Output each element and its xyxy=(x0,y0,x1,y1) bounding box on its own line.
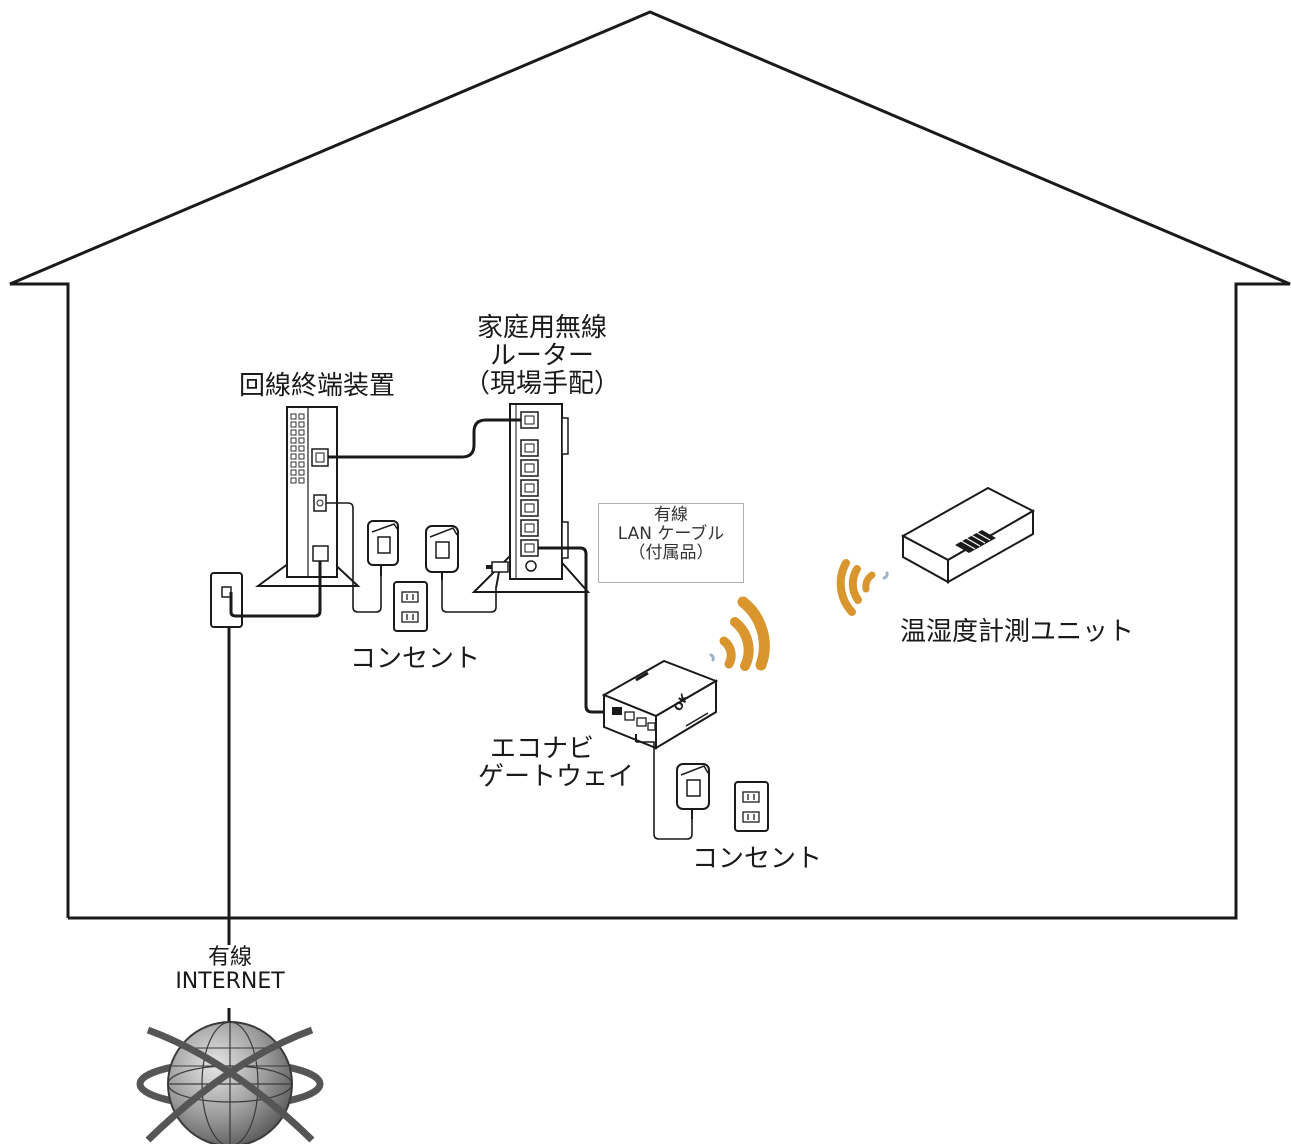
outlet-left xyxy=(393,581,428,632)
ont-power-adapter xyxy=(367,520,399,576)
outlet-left-label: コンセント xyxy=(349,644,480,674)
gateway-power-cable xyxy=(636,741,693,840)
sensor-device xyxy=(900,486,1036,584)
ont-device xyxy=(254,406,361,587)
router-label-line2: ルーター xyxy=(489,341,594,372)
internet-globe-icon xyxy=(136,1021,324,1144)
router-power-cable xyxy=(441,580,497,613)
outlet-right-label: コンセント xyxy=(691,844,822,874)
router-power-port-icon xyxy=(525,560,537,572)
router-label-line1: 家庭用無線 xyxy=(476,313,607,343)
internet-label-line1: 有線 xyxy=(207,945,252,970)
ont-power-cable xyxy=(326,502,382,613)
gateway-wifi-waves-icon xyxy=(709,596,770,671)
router-device xyxy=(471,403,591,593)
router-dc-plug-icon xyxy=(486,561,509,589)
ont-label: 回線終端装置 xyxy=(238,371,395,401)
ont-power-port-icon xyxy=(313,494,327,512)
cable-label-line3: （付属品） xyxy=(628,543,714,564)
router-label: 家庭用無線 ルーター （現場手配） xyxy=(452,314,632,398)
gateway-label-line2: ゲートウェイ xyxy=(478,762,635,793)
sensor-label: 温湿度計測ユニット xyxy=(899,617,1134,647)
lan-cable-label-box: 有線 LAN ケーブル （付属品） xyxy=(598,503,744,583)
outlet-right xyxy=(734,781,769,832)
internet-label-line2: INTERNET xyxy=(175,968,285,994)
ont-line-port-icon xyxy=(312,545,329,562)
sensor-wifi-waves-icon xyxy=(836,559,889,616)
gateway-label: エコナビ ゲートウェイ xyxy=(478,735,648,791)
wall-jack xyxy=(210,572,243,628)
ont-lan-port-icon xyxy=(311,448,329,467)
router-power-adapter xyxy=(425,525,459,580)
lan-cable-router-gateway xyxy=(538,546,622,714)
router-wan-port-icon xyxy=(520,411,539,429)
ont-vent-icon xyxy=(290,413,305,484)
router-label-line3: （現場手配） xyxy=(463,369,620,400)
gateway-label-line1: エコナビ xyxy=(490,734,595,764)
line-cable-wall-ont xyxy=(229,561,322,618)
house-outline xyxy=(9,10,1291,920)
cable-label-line1: 有線 xyxy=(654,505,688,525)
internet-label: 有線 INTERNET xyxy=(160,946,300,994)
ont-body xyxy=(286,406,338,578)
gateway-device: OK xyxy=(601,659,719,750)
sensor-vent-icon xyxy=(955,530,996,553)
lan-cable-ont-router xyxy=(328,418,521,459)
cable-label-line2: LAN ケーブル xyxy=(617,524,725,545)
gateway-power-adapter xyxy=(676,763,710,819)
